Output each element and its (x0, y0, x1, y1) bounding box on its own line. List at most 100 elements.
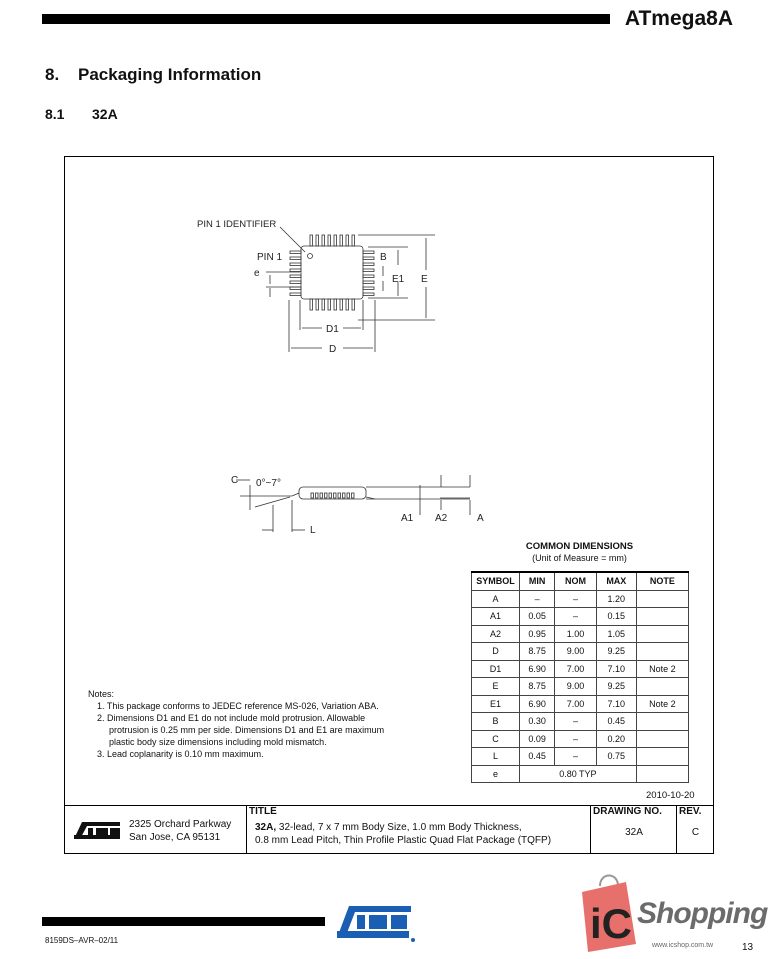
table-cell: 1.00 (554, 624, 597, 643)
table-cell: A2 (471, 624, 520, 643)
table-cell: 9.00 (554, 677, 597, 696)
lead (289, 256, 302, 260)
column-header: SYMBOL (471, 571, 520, 591)
lead (289, 250, 302, 254)
lead (362, 250, 375, 254)
lead (362, 268, 375, 272)
label-A2: A2 (435, 513, 448, 524)
table-cell: 0.20 (595, 729, 637, 748)
table-cell (635, 712, 690, 731)
common-dimensions-title: COMMON DIMENSIONS (525, 541, 634, 552)
icshop-brand: Shopping (637, 897, 768, 930)
label-D: D (329, 344, 336, 355)
drawing-no-cell: DRAWING NO. 32A (590, 806, 677, 854)
drawing-frame (64, 156, 714, 854)
table-cell (635, 764, 690, 783)
page-number: 13 (742, 942, 754, 953)
lead (289, 280, 302, 284)
side-lead (310, 492, 314, 499)
column-header: NOTE (635, 571, 690, 591)
lead (333, 234, 337, 247)
pin1-dot (307, 253, 313, 259)
table-cell: 0.30 (518, 712, 556, 731)
column-header: MAX (595, 571, 637, 591)
table-cell (635, 729, 690, 748)
side-view: C 0°~7° L A1 A2 A (231, 475, 484, 536)
side-lead (315, 492, 319, 499)
notes: Notes: 1. This package conforms to JEDEC… (88, 688, 384, 760)
label-D1: D1 (326, 324, 339, 335)
label-angle: 0°~7° (256, 478, 281, 489)
column-header: NOM (554, 571, 597, 591)
table-cell: 1.05 (595, 624, 637, 643)
label-E: E (421, 274, 428, 285)
lead (333, 298, 337, 311)
table-cell: 6.90 (518, 694, 556, 713)
side-lead (342, 492, 346, 499)
table-cell: – (554, 747, 597, 766)
table-cell: L (471, 747, 520, 766)
chip-body (300, 245, 364, 300)
table-cell: 8.75 (518, 677, 556, 696)
side-lead (333, 492, 337, 499)
side-lead (337, 492, 341, 499)
icshop-url: www.icshop.com.tw (652, 942, 714, 949)
table-cell: D1 (471, 659, 520, 678)
lead (289, 274, 302, 278)
lead (315, 234, 319, 247)
table-cell: D (471, 642, 520, 661)
lead (315, 298, 319, 311)
label-C: C (231, 475, 238, 486)
label-B: B (380, 252, 387, 263)
table-cell (635, 607, 690, 626)
label-A1: A1 (401, 513, 414, 524)
label-pin1-identifier: PIN 1 IDENTIFIER (197, 219, 276, 230)
note-2-cont: protrusion is 0.25 mm per side. Dimensio… (109, 725, 385, 735)
table-cell: E1 (471, 694, 520, 713)
table-cell: E (471, 677, 520, 696)
note-1: 1. This package conforms to JEDEC refere… (97, 701, 379, 711)
table-cell (635, 589, 690, 608)
lead (289, 268, 302, 272)
lead (289, 262, 302, 266)
title-block: 2325 Orchard Parkway San Jose, CA 95131 … (64, 805, 713, 854)
table-cell: 0.15 (595, 607, 637, 626)
atmel-logo (337, 906, 415, 942)
top-view: PIN 1 IDENTIFIER PIN 1 e B E1 E D1 D (197, 219, 435, 355)
header-bar (42, 14, 610, 24)
label-e: e (254, 268, 260, 279)
note-2: 2. Dimensions D1 and E1 do not include m… (97, 713, 366, 723)
table-cell: 0.80 TYP (519, 764, 637, 783)
table-cell: 7.10 (595, 659, 637, 678)
lead (351, 234, 355, 247)
table-cell: 1.20 (595, 589, 637, 608)
address-line-2: San Jose, CA 95131 (129, 832, 221, 843)
subsection-heading: 8.1 32A (45, 106, 118, 122)
table-cell: 0.05 (518, 607, 556, 626)
document-title: ATmega8A (624, 7, 733, 30)
table-cell: 7.10 (595, 694, 637, 713)
side-lead (328, 492, 332, 499)
rev-cell: REV. C (676, 806, 714, 854)
column-header: MIN (518, 571, 556, 591)
notes-heading: Notes: (88, 689, 115, 699)
table-cell: – (554, 607, 597, 626)
lead (362, 274, 375, 278)
lead (339, 234, 343, 247)
subsection-number: 8.1 (45, 106, 65, 122)
side-lead (351, 492, 355, 499)
table-cell: 6.90 (518, 659, 556, 678)
subsection-title: 32A (92, 106, 118, 122)
side-lead (319, 492, 323, 499)
lead (321, 234, 325, 247)
table-cell: 7.00 (554, 659, 597, 678)
lead (362, 256, 375, 260)
lead (289, 292, 302, 296)
